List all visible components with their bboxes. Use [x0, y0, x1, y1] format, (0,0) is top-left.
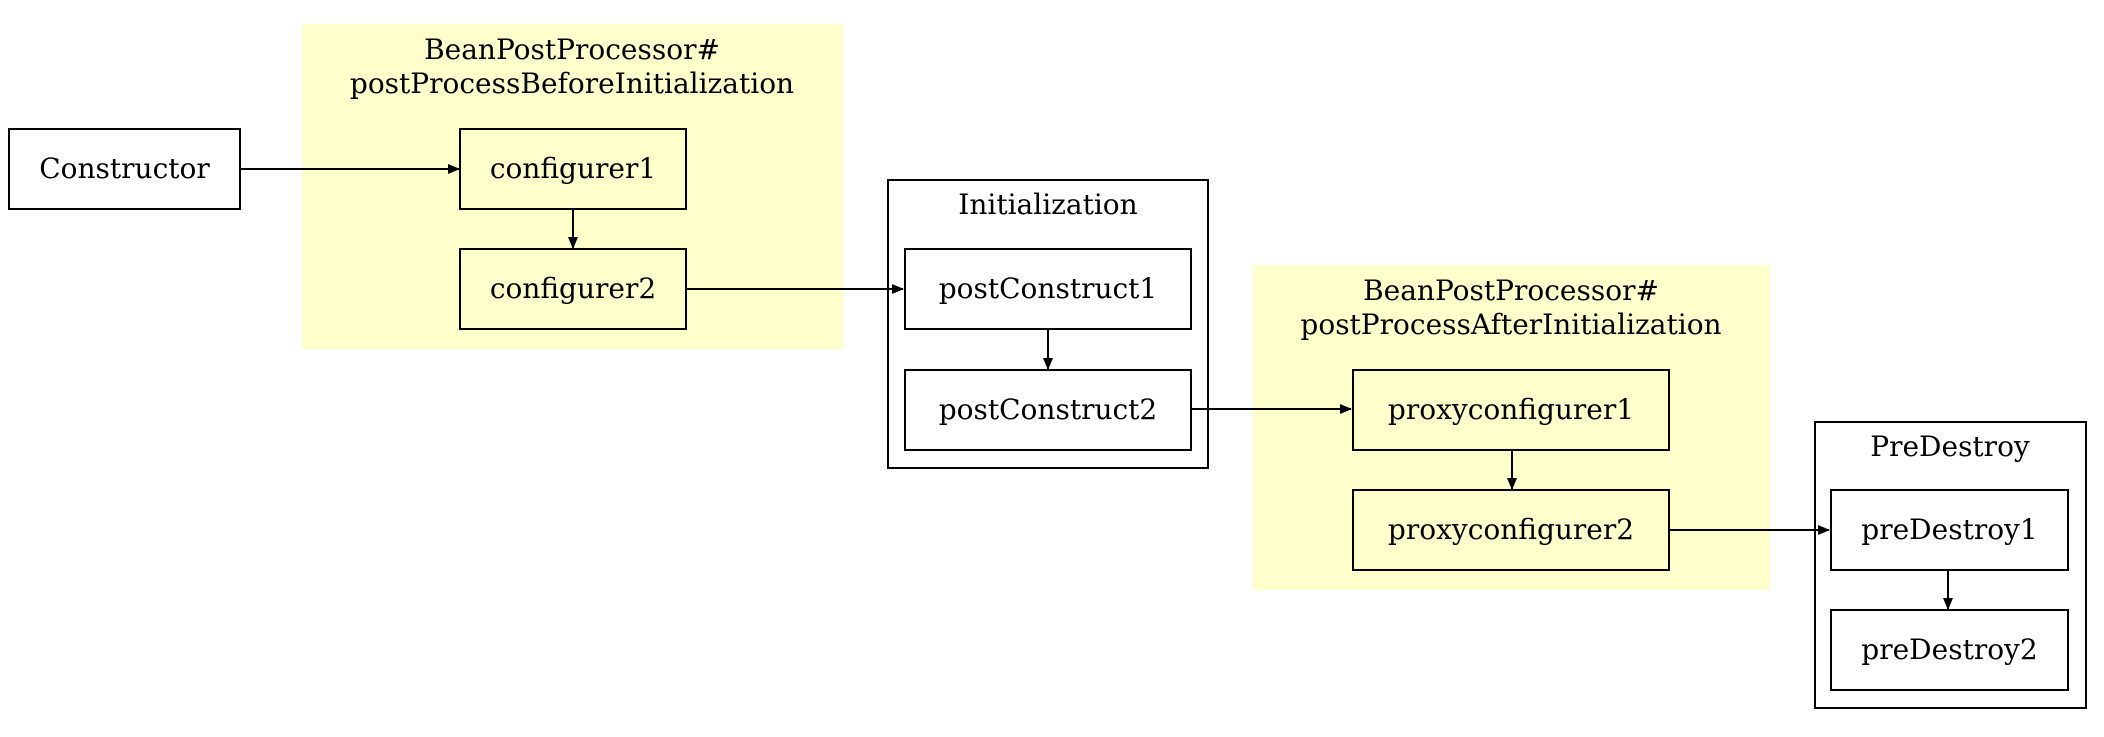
node-configurer1: configurer1	[459, 128, 687, 210]
node-configurer2-label: configurer2	[490, 272, 656, 305]
node-proxyconfigurer2-label: proxyconfigurer2	[1388, 513, 1634, 546]
cluster-after-initialization-title-line2: postProcessAfterInitialization	[1300, 308, 1721, 341]
node-predestroy1-label: preDestroy1	[1861, 513, 2037, 546]
node-configurer1-label: configurer1	[490, 152, 656, 185]
cluster-initialization: Initialization	[887, 179, 1209, 469]
node-proxyconfigurer2: proxyconfigurer2	[1352, 489, 1670, 571]
cluster-predestroy-title: PreDestroy	[1870, 430, 2030, 463]
node-postconstruct1: postConstruct1	[904, 248, 1192, 330]
node-predestroy2: preDestroy2	[1830, 609, 2069, 691]
node-postconstruct2-label: postConstruct2	[939, 393, 1158, 426]
cluster-after-initialization-title-line1: BeanPostProcessor#	[1363, 274, 1659, 307]
node-configurer2: configurer2	[459, 248, 687, 330]
node-constructor: Constructor	[8, 128, 241, 210]
node-constructor-label: Constructor	[39, 152, 210, 185]
node-proxyconfigurer1-label: proxyconfigurer1	[1388, 393, 1634, 426]
node-postconstruct2: postConstruct2	[904, 369, 1192, 451]
cluster-before-initialization-title-line2: postProcessBeforeInitialization	[350, 67, 794, 100]
edges	[240, 164, 1953, 610]
cluster-predestroy: PreDestroy	[1814, 421, 2087, 709]
node-predestroy1: preDestroy1	[1830, 489, 2069, 571]
node-predestroy2-label: preDestroy2	[1861, 633, 2037, 666]
cluster-before-initialization-title-line1: BeanPostProcessor#	[424, 33, 720, 66]
node-postconstruct1-label: postConstruct1	[939, 272, 1158, 305]
node-proxyconfigurer1: proxyconfigurer1	[1352, 369, 1670, 451]
cluster-initialization-title: Initialization	[958, 188, 1137, 221]
